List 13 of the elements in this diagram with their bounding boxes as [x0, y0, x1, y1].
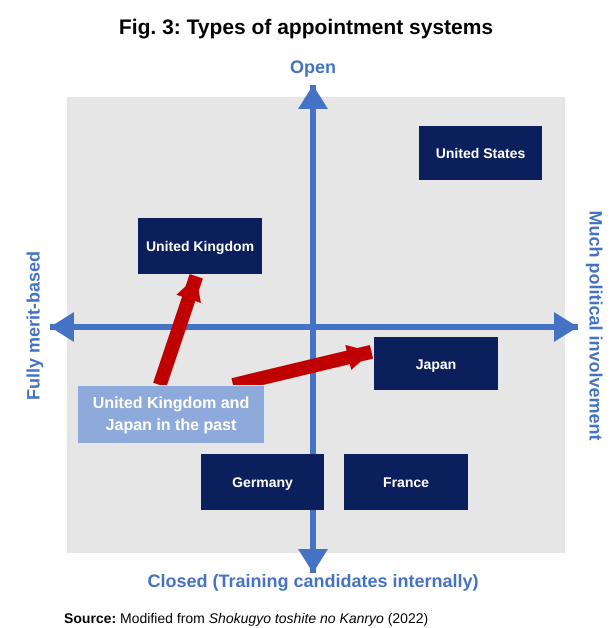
note-box: United Kingdom and Japan in the past: [77, 385, 265, 444]
axis-label: Fully merit-based: [24, 250, 44, 402]
axis-label: Much political involvement: [584, 209, 606, 443]
country-box: Japan: [374, 337, 498, 390]
figure-title: Fig. 3: Types of appointment systems: [118, 16, 494, 40]
country-box: United States: [419, 126, 542, 180]
country-box: Germany: [201, 454, 324, 510]
axis-label: Open: [288, 57, 337, 78]
arrow: [153, 274, 203, 388]
source-note: Source: Modified from Shokugyo toshite no Kanryo (2022): [64, 610, 428, 626]
country-box: France: [344, 454, 468, 510]
country-box: United Kingdom: [138, 218, 262, 274]
axis-label: Closed (Training candidates internally): [146, 571, 480, 592]
